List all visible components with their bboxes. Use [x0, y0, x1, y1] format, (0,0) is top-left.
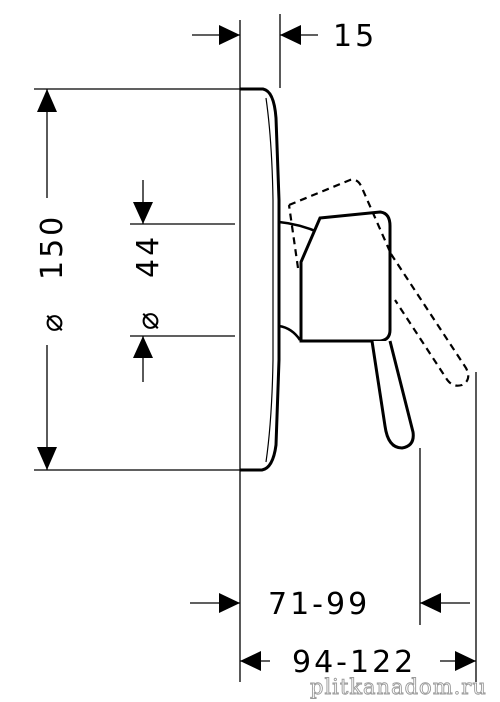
handle-lever	[370, 340, 415, 450]
dim-depth-71-99: 71-99	[190, 448, 470, 625]
cover-plate	[240, 87, 281, 472]
watermark-text: plitkanadom.ru	[310, 675, 487, 699]
lever-alt-position-dashed	[390, 253, 470, 387]
dim-depth-71-99-label: 71-99	[268, 587, 370, 622]
outer-diameter-value: 150	[35, 214, 70, 280]
dim-outer-diameter: ⌀ 150	[34, 88, 240, 471]
handle-top-line	[300, 217, 321, 263]
dim-top-15: 15	[192, 14, 377, 88]
handle-alt-position-dashed	[287, 178, 393, 269]
handle-body	[299, 210, 392, 343]
dim-depth-94-122: 94-122	[240, 372, 477, 682]
cover-plate-inner-edge	[265, 97, 274, 463]
inner-diameter-symbol: ⌀	[131, 309, 166, 330]
dim-top-15-label: 15	[333, 19, 377, 54]
dim-inner-diameter: ⌀ 44	[130, 180, 235, 382]
outer-diameter-symbol: ⌀	[35, 311, 70, 332]
dim-depth-94-122-label: 94-122	[292, 645, 416, 680]
inner-diameter-value: 44	[131, 234, 166, 278]
